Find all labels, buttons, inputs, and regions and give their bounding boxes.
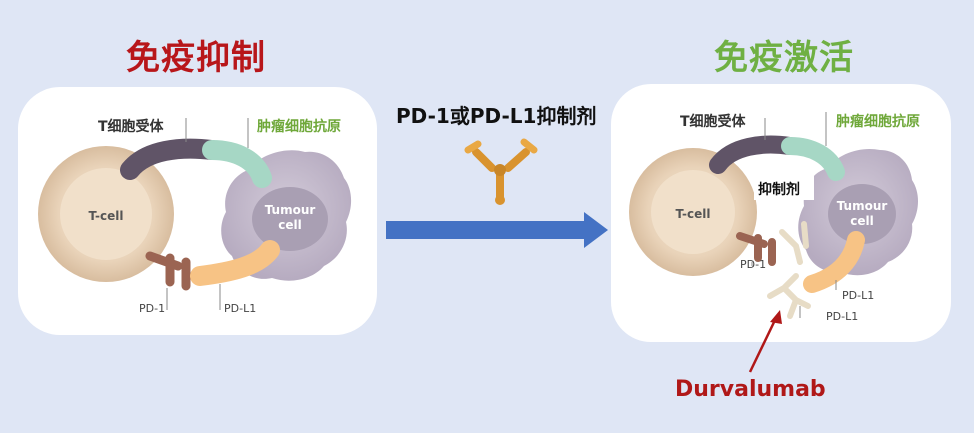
inhibitor-label: 抑制剂 <box>758 181 800 198</box>
t-cell-nucleus-r <box>651 170 735 254</box>
tumour-label-line1: Tumour <box>265 203 316 217</box>
pdl1-label-r-b: PD-L1 <box>826 310 858 323</box>
activation-heading: 免疫激活 <box>714 38 854 78</box>
durvalumab-pointer-line <box>748 317 778 373</box>
t-cell-label-r: T-cell <box>676 207 711 221</box>
t-receptor-label: T细胞受体 <box>98 118 165 135</box>
pd1-forks-r <box>754 234 776 266</box>
pdl1-label: PD-L1 <box>224 302 256 315</box>
tumour-label-line2: cell <box>278 218 301 232</box>
pd1-label-r: PD-1 <box>740 258 766 271</box>
tumour-antigen-shape <box>202 140 272 188</box>
tumour-cell-nucleus <box>252 187 328 251</box>
durvalumab-pointer-head <box>770 310 782 324</box>
antibody-icon <box>464 138 538 205</box>
durvalumab-antibody <box>767 273 811 319</box>
t-receptor-label-r: T细胞受体 <box>680 113 747 130</box>
pd1-forks <box>165 253 191 291</box>
tumor-antigen-label: 肿瘤细胞抗原 <box>257 118 341 135</box>
tumour-label-line2-r: cell <box>850 214 873 228</box>
t-cell-nucleus <box>60 168 152 260</box>
pd1-inhibitor-antibody <box>779 221 809 265</box>
t-cell-label: T-cell <box>89 209 124 223</box>
tumour-cell-nucleus-r <box>828 184 896 244</box>
inhibitor-title: PD-1或PD-L1抑制剂 <box>396 104 597 128</box>
right-panel <box>611 84 951 373</box>
pdl1-shape <box>190 240 280 286</box>
transition-arrow <box>386 212 608 248</box>
tumor-antigen-label-r: 肿瘤细胞抗原 <box>836 113 920 130</box>
inhibition-heading: 免疫抑制 <box>126 38 266 78</box>
pdl1-label-r-a: PD-L1 <box>842 289 874 302</box>
inhibitor-label-bg <box>754 176 814 200</box>
left-panel <box>18 87 377 335</box>
pd1-label: PD-1 <box>139 302 165 315</box>
durvalumab-label: Durvalumab <box>675 377 826 402</box>
pdl1-shape-r <box>803 231 865 293</box>
tumour-antigen-shape-r <box>781 137 845 181</box>
tumour-label-line1-r: Tumour <box>837 199 888 213</box>
